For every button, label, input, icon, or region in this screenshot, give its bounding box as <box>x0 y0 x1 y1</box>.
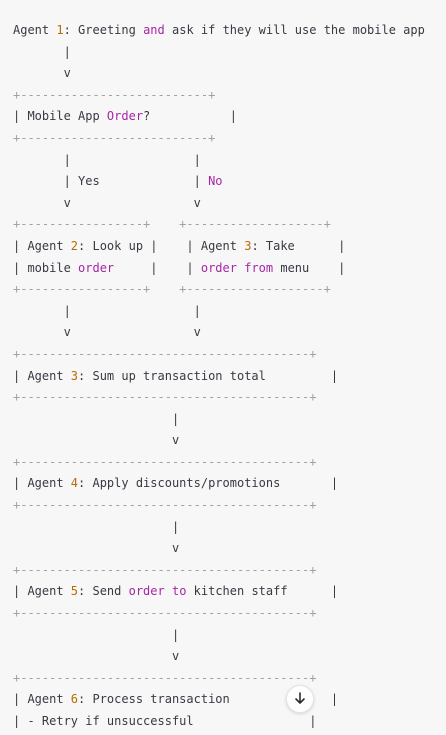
diagram-token: v <box>13 649 180 664</box>
diagram-token: | Agent <box>13 584 71 599</box>
diagram-line: | Mobile App Order? | <box>13 106 425 128</box>
diagram-token: +---------------------------------------… <box>13 498 317 513</box>
diagram-token: v <box>13 66 71 81</box>
diagram-token: +---------------------------------------… <box>13 454 317 469</box>
diagram-line: | Agent 3: Sum up transaction total | <box>13 366 425 388</box>
diagram-token: No <box>208 174 223 189</box>
diagram-line: | Agent 6: Process transaction | <box>13 689 425 711</box>
diagram-token: | - Retry if unsuccessful | <box>13 714 317 728</box>
diagram-token: +--------------------------+ <box>13 130 216 145</box>
diagram-token: : Sum up transaction total | <box>78 368 339 383</box>
diagram-token: order <box>78 260 115 275</box>
diagram-line: +---------------------------------------… <box>13 603 425 625</box>
diagram-line: | | <box>13 301 425 323</box>
diagram-line: | <box>13 625 425 647</box>
diagram-line: v <box>13 646 425 668</box>
diagram-token: : Greeting <box>63 23 144 37</box>
diagram-token: +---------------------------------------… <box>13 390 317 405</box>
diagram-token: | | <box>13 303 201 318</box>
diagram-token: from <box>244 260 274 275</box>
diagram-token: Agent <box>13 23 57 37</box>
diagram-line: | - Retry if unsuccessful | <box>13 711 425 733</box>
diagram-line: | Agent 2: Look up | | Agent 3: Take | <box>13 236 425 258</box>
diagram-line: +---------------------------------------… <box>13 560 425 582</box>
diagram-token: : Look up | | Agent <box>78 238 245 253</box>
diagram-token: : Send <box>78 584 129 599</box>
diagram-line: | <box>13 409 425 431</box>
diagram-token: v <box>13 541 180 556</box>
diagram-token: v v <box>13 195 201 210</box>
diagram-line: | mobile order | | order from menu | <box>13 258 425 280</box>
diagram-token: | | <box>13 152 201 167</box>
diagram-token: 3 <box>244 238 252 253</box>
diagram-token: +---------------------------------------… <box>13 562 317 577</box>
diagram-token: v v <box>13 325 201 340</box>
diagram-token: | Agent <box>13 476 71 491</box>
diagram-token: +---------------------------------------… <box>13 606 317 621</box>
diagram-token: | <box>13 519 180 534</box>
diagram-line: v <box>13 63 425 85</box>
diagram-token: | mobile <box>13 260 79 275</box>
diagram-line: +-----------------+ +-------------------… <box>13 279 425 301</box>
diagram-line: | | <box>13 150 425 172</box>
diagram-token: : Apply discounts/promotions | <box>78 476 339 491</box>
diagram-line: v <box>13 538 425 560</box>
diagram-token: to <box>171 584 187 599</box>
diagram-token: 2 <box>70 238 79 253</box>
diagram-token: v <box>13 433 180 448</box>
diagram-line: v v <box>13 322 425 344</box>
diagram-token: 3 <box>70 368 79 383</box>
diagram-token: Order <box>106 109 144 124</box>
diagram-line: | <box>13 42 425 64</box>
diagram-token: | Yes | <box>13 174 209 189</box>
diagram-token: +---------------------------------------… <box>13 670 317 685</box>
ascii-flow-diagram: Agent 1: Greeting and ask if they will u… <box>13 20 425 733</box>
diagram-line: | Agent 5: Send order to kitchen staff | <box>13 581 425 603</box>
diagram-line: +---------------------------------------… <box>13 452 425 474</box>
diagram-token: +-----------------+ +-------------------… <box>13 282 331 297</box>
diagram-token: : Process transaction | <box>78 692 339 707</box>
diagram-token: | <box>13 627 180 642</box>
scroll-to-bottom-button[interactable] <box>286 685 314 713</box>
diagram-token: order <box>128 584 165 599</box>
diagram-token: +---------------------------------------… <box>13 346 317 361</box>
diagram-token: and <box>143 23 165 37</box>
diagram-line: +-----------------+ +-------------------… <box>13 214 425 236</box>
diagram-line: | Agent 4: Apply discounts/promotions | <box>13 473 425 495</box>
diagram-line: v v <box>13 193 425 215</box>
diagram-token: ask if they will use the mobile app <box>164 23 425 37</box>
diagram-token: menu | <box>273 260 346 275</box>
diagram-token: | | <box>114 260 201 275</box>
diagram-token: | Mobile App <box>13 109 107 124</box>
diagram-line: +---------------------------------------… <box>13 387 425 409</box>
diagram-line: v <box>13 430 425 452</box>
diagram-line: Agent 1: Greeting and ask if they will u… <box>13 20 425 42</box>
diagram-token: +--------------------------+ <box>13 87 216 102</box>
diagram-line: | Yes | No <box>13 171 425 193</box>
diagram-token: order <box>200 260 237 275</box>
diagram-token: | Agent <box>13 238 71 253</box>
diagram-token: | Agent <box>13 692 71 707</box>
diagram-token: | <box>13 411 180 426</box>
diagram-line: +--------------------------+ <box>13 85 425 107</box>
diagram-token: ? | <box>143 109 237 124</box>
diagram-line: +--------------------------+ <box>13 128 425 150</box>
arrow-down-icon <box>293 691 307 708</box>
diagram-line: +---------------------------------------… <box>13 344 425 366</box>
diagram-token <box>165 584 172 598</box>
diagram-token: 4 <box>70 476 79 491</box>
diagram-line: +---------------------------------------… <box>13 668 425 690</box>
diagram-token: kitchen staff | <box>186 584 339 599</box>
diagram-token: +-----------------+ +-------------------… <box>13 217 331 232</box>
diagram-token: | Agent <box>13 368 71 383</box>
diagram-token: : Take | <box>251 238 346 253</box>
diagram-token: 1 <box>56 23 64 37</box>
diagram-line: | <box>13 517 425 539</box>
diagram-token: | <box>13 44 71 59</box>
diagram-token: 6 <box>70 692 79 707</box>
diagram-token: 5 <box>70 584 79 599</box>
diagram-line: +---------------------------------------… <box>13 495 425 517</box>
